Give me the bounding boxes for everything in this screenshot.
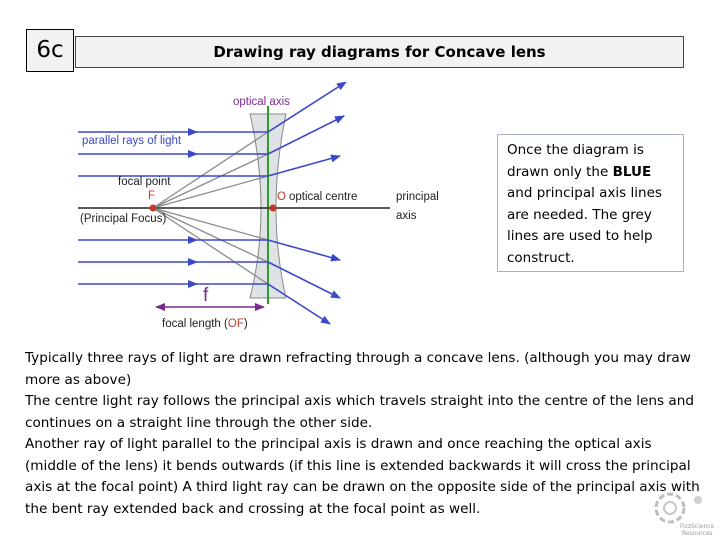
body-paragraph-3: Another ray of light parallel to the pri… <box>25 436 700 517</box>
note-box: Once the diagram is drawn only the BLUE … <box>497 134 684 272</box>
principal-focus-label: (Principal Focus) <box>80 213 166 225</box>
focal-length-abbrev: OF <box>228 318 244 330</box>
focal-length-text: focal length <box>162 318 221 330</box>
focal-length-paren-open: ( <box>224 318 228 330</box>
incoming-ray-arrows <box>188 128 198 288</box>
principal-axis-label-line2: axis <box>396 210 417 222</box>
slide-number-badge: 6c <box>26 29 74 72</box>
logo-text-line2: Resources <box>682 530 713 537</box>
slide-title: Drawing ray diagrams for Concave lens <box>75 36 684 68</box>
parallel-rays-label: parallel rays of light <box>82 135 182 147</box>
focal-point-label: focal point <box>118 176 171 188</box>
body-text: Typically three rays of light are drawn … <box>25 348 705 520</box>
publisher-logo: FizzScience Resources <box>654 492 715 537</box>
body-paragraph-1: Typically three rays of light are drawn … <box>25 350 691 388</box>
focal-length-letter: f <box>203 285 209 306</box>
note-bold-blue: BLUE <box>612 163 652 180</box>
optical-centre-letter: O <box>277 191 286 203</box>
focal-point-letter: F <box>148 190 155 202</box>
optical-centre-label: optical centre <box>289 191 357 203</box>
note-text-3: The grey lines are used to help construc… <box>507 206 653 266</box>
optical-axis-label: optical axis <box>233 96 290 108</box>
body-paragraph-2: The centre light ray follows the princip… <box>25 393 694 431</box>
note-text-1: Once the diagram is drawn only the <box>507 142 644 180</box>
concave-lens-ray-diagram: optical axis parallel rays of light foca… <box>78 82 439 330</box>
focal-point-dot <box>149 204 157 212</box>
note-text-2: and principal axis lines are needed. <box>507 185 662 223</box>
construction-lines <box>152 131 269 285</box>
refracted-diverging-rays <box>267 82 347 325</box>
focal-length-label: focal length (OF) <box>162 318 248 330</box>
logo-text-line1: FizzScience <box>680 523 715 530</box>
focal-length-paren-close: ) <box>244 318 248 330</box>
optical-centre-dot <box>269 204 277 212</box>
incoming-parallel-rays <box>78 131 268 285</box>
principal-axis-label-line1: principal <box>396 191 439 203</box>
